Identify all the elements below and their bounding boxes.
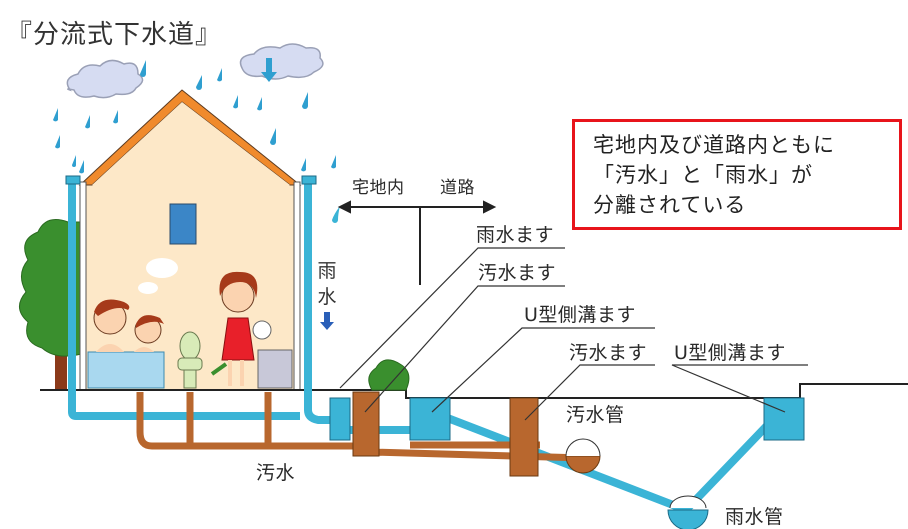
woman-icon [210, 271, 272, 386]
toilet-icon [177, 331, 203, 389]
shrub-icon [368, 359, 410, 391]
leader-lines [339, 247, 808, 421]
u-gutter-basin-right-icon [763, 397, 805, 441]
note-line: 分離されている [593, 193, 747, 217]
sewage-basin-private-icon [352, 391, 380, 457]
storm-pipe-icon [669, 495, 707, 509]
diagram-title: 『分流式下水道』 [6, 20, 223, 50]
arrow-down-icon [261, 58, 277, 82]
boundary-right-label: 道路 [440, 178, 475, 198]
house [78, 89, 302, 391]
gutter-right [301, 175, 317, 185]
label-sewage-basin-road: 汚水ます [569, 342, 648, 364]
cloud-icon [66, 59, 144, 99]
sewage-basin-road-icon [509, 397, 539, 477]
note-line: 宅地内及び道路内ともに [593, 133, 835, 157]
note-line: 「汚水」と「雨水」が [593, 163, 813, 187]
window-icon [169, 203, 197, 245]
sink-icon [257, 349, 293, 389]
rain-basin-icon [329, 397, 351, 441]
rain-label: 雨 水 [316, 258, 338, 310]
label-u-gutter-basin-right: U型側溝ます [674, 342, 786, 364]
label-sewage-basin-private: 汚水ます [478, 262, 557, 284]
bathtub-icon [87, 351, 165, 389]
tree-icon [19, 219, 89, 390]
rain-label-char: 水 [317, 286, 337, 308]
sewage-pipe-icon [565, 438, 601, 457]
rain-drops [53, 60, 336, 174]
gutter-left [65, 175, 81, 185]
label-sewage: 汚水 [256, 462, 296, 484]
rain-label-char: 雨 [317, 260, 337, 282]
label-rain-basin: 雨水ます [476, 224, 555, 246]
label-u-gutter-basin-left: U型側溝ます [524, 304, 636, 326]
cloud-icon [239, 43, 324, 80]
u-gutter-basin-left-icon [409, 397, 451, 441]
arrow-down-icon [320, 312, 334, 330]
label-storm-pipe: 雨水管 [725, 506, 784, 528]
boundary-marker [337, 200, 497, 285]
note-box: 宅地内及び道路内ともに 「汚水」と「雨水」が 分離されている [572, 119, 902, 230]
boundary-left-label: 宅地内 [352, 178, 405, 198]
label-sewage-pipe: 汚水管 [566, 404, 625, 426]
